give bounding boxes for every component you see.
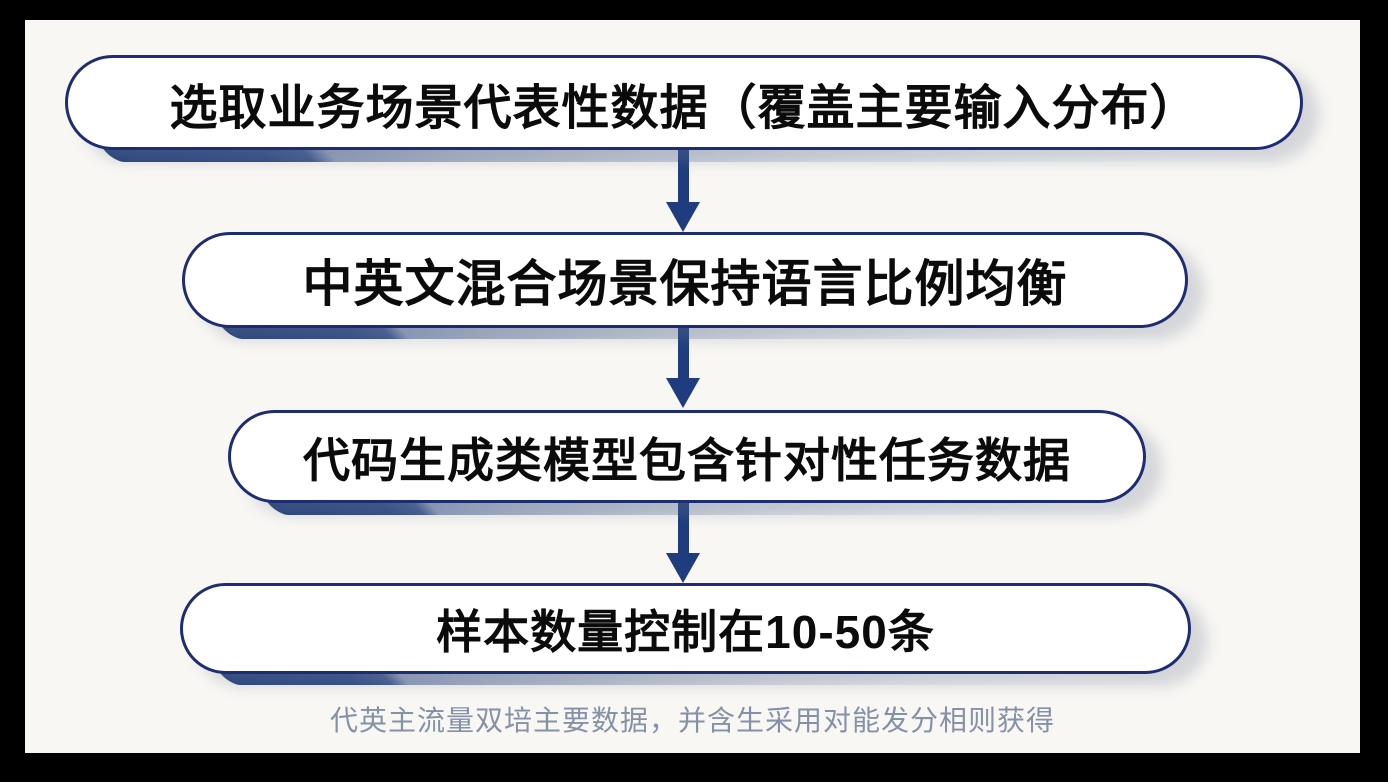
flow-step-1-label: 选取业务场景代表性数据（覆盖主要输入分布） (169, 81, 1199, 135)
down-arrow-3-stem (677, 501, 689, 553)
flow-step-4-label: 样本数量控制在10-50条 (436, 605, 935, 658)
flow-step-3-label: 代码生成类模型包含针对性任务数据 (303, 434, 1071, 487)
down-arrow-3-head (666, 553, 700, 583)
footer-note: 代英主流量双培主要数据，并含生采用对能发分相则获得 (329, 705, 1055, 736)
flow-step-2-label: 中英文混合场景保持语言比例均衡 (302, 256, 1068, 312)
flow-step-3: 代码生成类模型包含针对性任务数据 (228, 410, 1146, 503)
flow-step-1: 选取业务场景代表性数据（覆盖主要输入分布） (65, 55, 1303, 150)
down-arrow-3 (666, 501, 700, 583)
down-arrow-1 (666, 150, 700, 232)
down-arrow-1-stem (677, 150, 689, 202)
down-arrow-2-head (666, 378, 700, 408)
down-arrow-2 (666, 326, 700, 408)
down-arrow-1-head (666, 202, 700, 232)
flow-step-4: 样本数量控制在10-50条 (180, 583, 1191, 674)
down-arrow-2-stem (677, 326, 689, 378)
flow-step-2: 中英文混合场景保持语言比例均衡 (182, 232, 1188, 328)
